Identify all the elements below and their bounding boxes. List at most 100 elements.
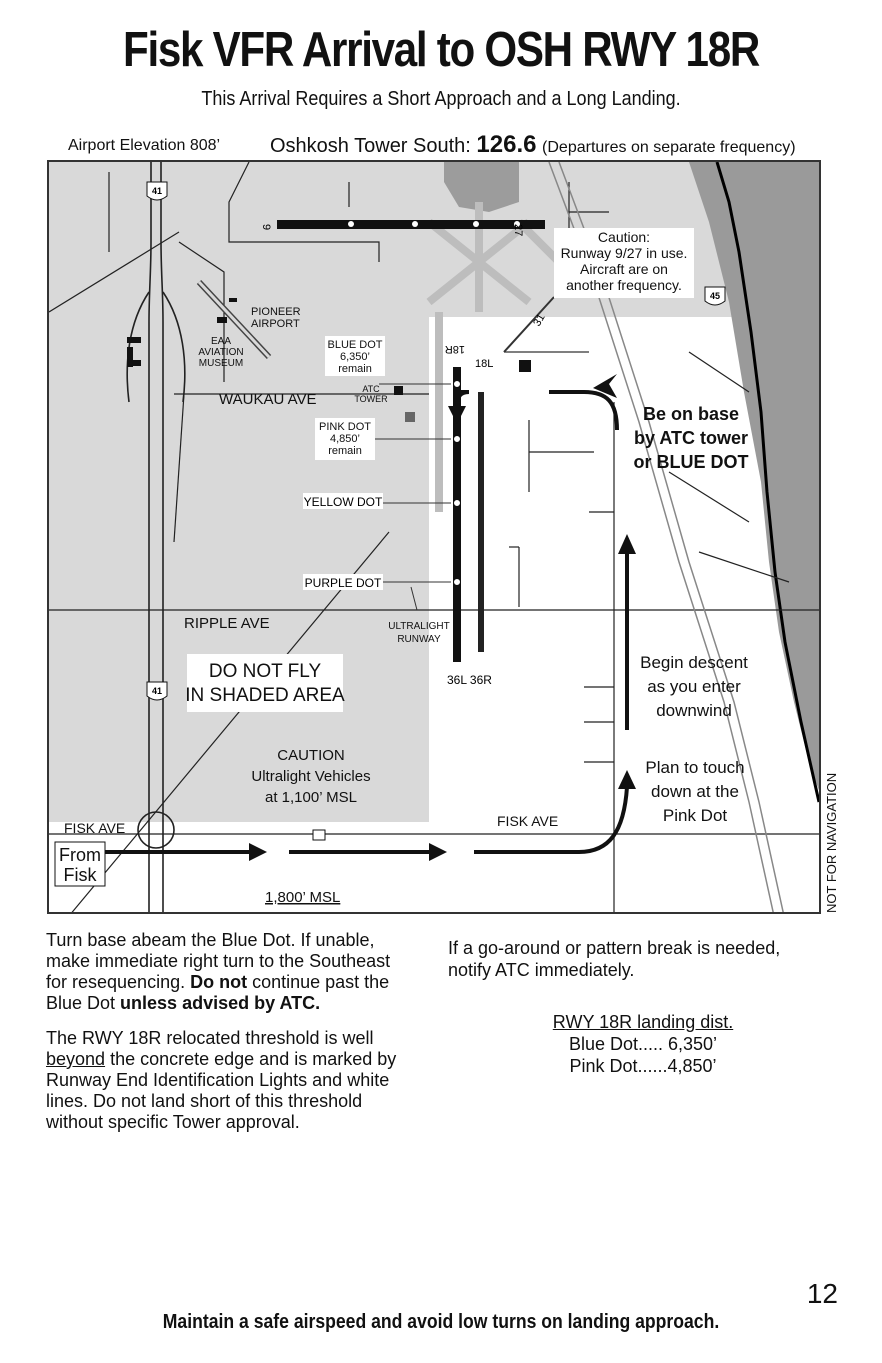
svg-text:4,850’: 4,850’ bbox=[330, 433, 360, 445]
runway-13-31 bbox=[503, 296, 555, 353]
svg-text:as you enter: as you enter bbox=[647, 677, 741, 696]
svg-text:downwind: downwind bbox=[656, 701, 732, 720]
svg-text:EAA: EAA bbox=[211, 336, 231, 347]
left-column: Turn base abeam the Blue Dot. If unable,… bbox=[46, 930, 416, 1147]
footer-note: Maintain a safe airspeed and avoid low t… bbox=[162, 1311, 720, 1333]
svg-text:Begin descent: Begin descent bbox=[640, 653, 748, 672]
svg-text:PINK DOT: PINK DOT bbox=[319, 421, 371, 433]
svg-text:Be on base: Be on base bbox=[643, 404, 739, 424]
svg-text:down at the: down at the bbox=[651, 782, 739, 801]
frequency-info: Airport Elevation 808’ Oshkosh Tower Sou… bbox=[0, 128, 882, 160]
svg-text:or BLUE DOT: or BLUE DOT bbox=[634, 452, 749, 472]
begin-descent-label: Begin descent as you enter downwind bbox=[640, 653, 748, 720]
svg-text:41: 41 bbox=[152, 686, 162, 696]
runway-18l-36r bbox=[478, 392, 484, 652]
svg-text:by ATC tower: by ATC tower bbox=[634, 428, 748, 448]
tower-freq-value: 126.6 bbox=[476, 131, 537, 158]
hwy-41-shield-top: 41 bbox=[146, 181, 168, 201]
terminal-area bbox=[444, 162, 519, 212]
svg-text:Ultralight Vehicles: Ultralight Vehicles bbox=[251, 768, 370, 785]
north-marker bbox=[312, 829, 326, 841]
svg-text:RUNWAY: RUNWAY bbox=[397, 634, 441, 645]
svg-text:TOWER: TOWER bbox=[354, 394, 388, 404]
svg-text:Caution:: Caution: bbox=[598, 229, 650, 245]
approach-building bbox=[519, 360, 531, 372]
ultralight-runway-label: ULTRALIGHT RUNWAY bbox=[388, 621, 450, 645]
hwy-45-shield: 45 bbox=[704, 286, 726, 306]
pink-dot-label: PINK DOT 4,850’ remain bbox=[319, 421, 371, 457]
shoreline-road bbox=[715, 162, 819, 803]
svg-text:ULTRALIGHT: ULTRALIGHT bbox=[388, 621, 450, 632]
map-drawing: 41 41 45 Caution: Runway 9/27 in use. Ai… bbox=[49, 162, 819, 912]
do-not-fly-label: DO NOT FLY IN SHADED AREA bbox=[185, 661, 345, 706]
tower-building bbox=[405, 412, 415, 422]
svg-text:Plan to touch: Plan to touch bbox=[645, 758, 744, 777]
purple-dot-box bbox=[303, 574, 383, 590]
svg-text:From: From bbox=[59, 845, 101, 865]
pink-dot-distance: Pink Dot......4,850’ bbox=[569, 1056, 717, 1076]
pioneer-buildings bbox=[127, 298, 237, 367]
svg-text:Pink Dot: Pink Dot bbox=[663, 806, 728, 825]
ripple-ave-label: RIPPLE AVE bbox=[184, 615, 270, 632]
runway-9-27-lights bbox=[348, 221, 520, 227]
atc-tower-marker bbox=[394, 386, 403, 395]
svg-text:ATC: ATC bbox=[362, 384, 380, 394]
threshold-paragraph: The RWY 18R relocated threshold is well … bbox=[46, 1028, 397, 1132]
svg-text:41: 41 bbox=[152, 186, 162, 196]
runway-27-label: 27 bbox=[512, 224, 524, 236]
flight-path-arrowheads bbox=[249, 374, 636, 861]
svg-text:MUSEUM: MUSEUM bbox=[199, 358, 243, 369]
svg-text:Fisk: Fisk bbox=[64, 865, 98, 885]
landing-distance-table: RWY 18R landing dist. Blue Dot..... 6,35… bbox=[448, 1011, 838, 1077]
tower-label: Oshkosh Tower South: bbox=[270, 135, 471, 157]
plan-touch-label: Plan to touch down at the Pink Dot bbox=[645, 758, 744, 825]
svg-text:IN SHADED AREA: IN SHADED AREA bbox=[185, 685, 345, 706]
runway-31-label: 31 bbox=[531, 312, 548, 329]
svg-text:AIRPORT: AIRPORT bbox=[251, 318, 300, 330]
svg-text:another frequency.: another frequency. bbox=[566, 277, 682, 293]
runway-36-label: 36L 36R bbox=[447, 673, 492, 687]
page-title: Fisk VFR Arrival to OSH RWY 18R bbox=[122, 23, 760, 77]
fisk-roundabout bbox=[137, 811, 175, 849]
from-fisk-label: From Fisk bbox=[59, 845, 101, 885]
caution-box bbox=[554, 228, 694, 298]
be-on-base-label: Be on base by ATC tower or BLUE DOT bbox=[634, 404, 749, 472]
svg-text:6,350’: 6,350’ bbox=[340, 351, 370, 363]
lake-winnebago bbox=[689, 162, 819, 791]
svg-text:Runway 9/27 in use.: Runway 9/27 in use. bbox=[561, 245, 688, 261]
purple-dot-label: PURPLE DOT bbox=[305, 576, 382, 590]
svg-text:at 1,100’ MSL: at 1,100’ MSL bbox=[265, 789, 357, 806]
svg-text:Aircraft are on: Aircraft are on bbox=[580, 261, 668, 277]
airport-elevation: Airport Elevation 808’ bbox=[68, 137, 221, 154]
svg-text:CAUTION: CAUTION bbox=[277, 747, 345, 764]
highway-41 bbox=[126, 162, 186, 912]
svg-text:remain: remain bbox=[338, 363, 372, 375]
do-not-fly-box bbox=[187, 654, 343, 712]
yellow-dot-box bbox=[303, 493, 383, 509]
runway-9-label: 9 bbox=[260, 224, 272, 230]
runway-18l-label: 18L bbox=[475, 358, 493, 370]
dot-pointers bbox=[374, 383, 451, 611]
svg-text:45: 45 bbox=[710, 291, 720, 301]
waukau-ave-label: WAUKAU AVE bbox=[219, 391, 317, 408]
pioneer-label: PIONEER AIRPORT bbox=[251, 306, 301, 330]
tower-frequency: Oshkosh Tower South: 126.6 (Departures o… bbox=[270, 131, 796, 159]
atc-tower-label: ATC TOWER bbox=[354, 384, 388, 404]
fisk-ave-right-label: FISK AVE bbox=[497, 813, 558, 829]
tower-freq-note: (Departures on separate frequency) bbox=[542, 139, 796, 156]
runway-18r-36l bbox=[453, 367, 461, 662]
ultralight-caution-label: CAUTION Ultralight Vehicles at 1,100’ MS… bbox=[251, 747, 370, 806]
caution-box-text: Caution: Runway 9/27 in use. Aircraft ar… bbox=[561, 229, 688, 293]
from-fisk-box bbox=[54, 841, 106, 887]
fisk-ave-left-label: FISK AVE bbox=[64, 820, 125, 836]
hwy-41-shield-bottom: 41 bbox=[146, 681, 168, 701]
blue-dot-label: BLUE DOT 6,350’ remain bbox=[327, 339, 382, 375]
not-for-navigation: NOT FOR NAVIGATION bbox=[824, 772, 839, 913]
page-subtitle: This Arrival Requires a Short Approach a… bbox=[201, 88, 681, 110]
runway-dots bbox=[453, 380, 461, 586]
yellow-dot-label: YELLOW DOT bbox=[304, 495, 383, 509]
landing-distance-header: RWY 18R landing dist. bbox=[552, 1012, 734, 1032]
svg-text:PIONEER: PIONEER bbox=[251, 306, 301, 318]
svg-text:remain: remain bbox=[328, 445, 362, 457]
page-number: 12 bbox=[806, 1278, 838, 1309]
